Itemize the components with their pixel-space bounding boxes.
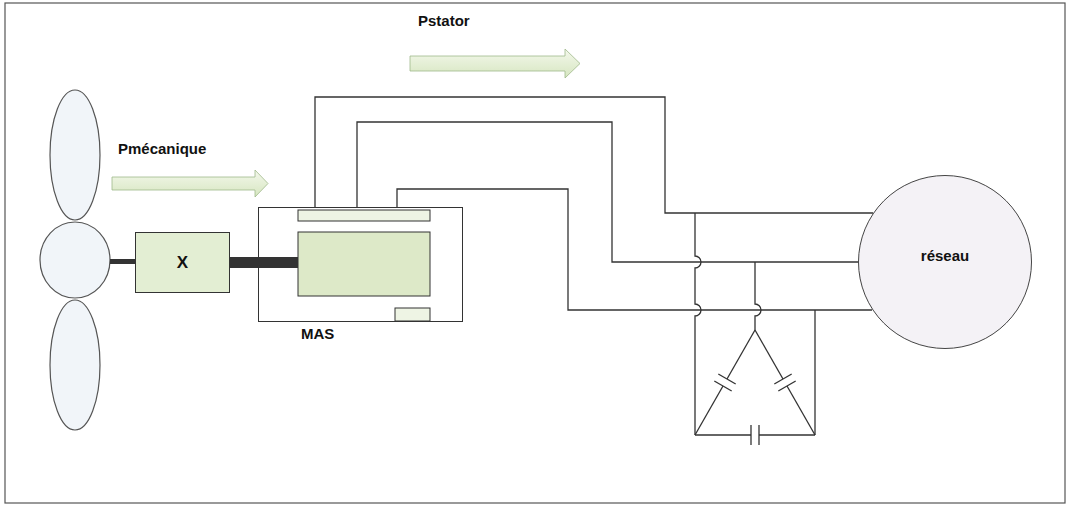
power-arrow bbox=[112, 170, 268, 197]
capacitor-bank bbox=[695, 330, 815, 445]
stator bbox=[298, 210, 430, 221]
node-label: X bbox=[177, 253, 188, 273]
rotor bbox=[298, 232, 430, 296]
power-wire bbox=[315, 97, 873, 213]
fast-shaft bbox=[258, 257, 298, 268]
frame bbox=[5, 3, 1065, 503]
gearbox-box: X bbox=[135, 232, 230, 293]
wire bbox=[695, 213, 701, 435]
grid-circle: réseau bbox=[858, 175, 1032, 349]
housing-ground bbox=[258, 207, 463, 322]
slow-shaft bbox=[110, 259, 136, 264]
machine-housing: MAS bbox=[258, 207, 463, 322]
hub bbox=[40, 222, 110, 298]
wire bbox=[357, 122, 858, 262]
blade bbox=[50, 90, 100, 220]
power-label: Pmécanique bbox=[118, 140, 206, 157]
blade bbox=[50, 300, 100, 430]
node-label: réseau bbox=[921, 247, 969, 264]
connectors bbox=[230, 97, 873, 263]
wire bbox=[397, 189, 872, 310]
terminal-box bbox=[395, 308, 430, 321]
wire bbox=[814, 310, 815, 435]
power-arrow bbox=[410, 49, 580, 78]
wire bbox=[755, 262, 761, 330]
drive-shaft bbox=[230, 257, 258, 268]
power-label: Pstator bbox=[418, 12, 470, 29]
machine-label: MAS bbox=[301, 325, 334, 342]
